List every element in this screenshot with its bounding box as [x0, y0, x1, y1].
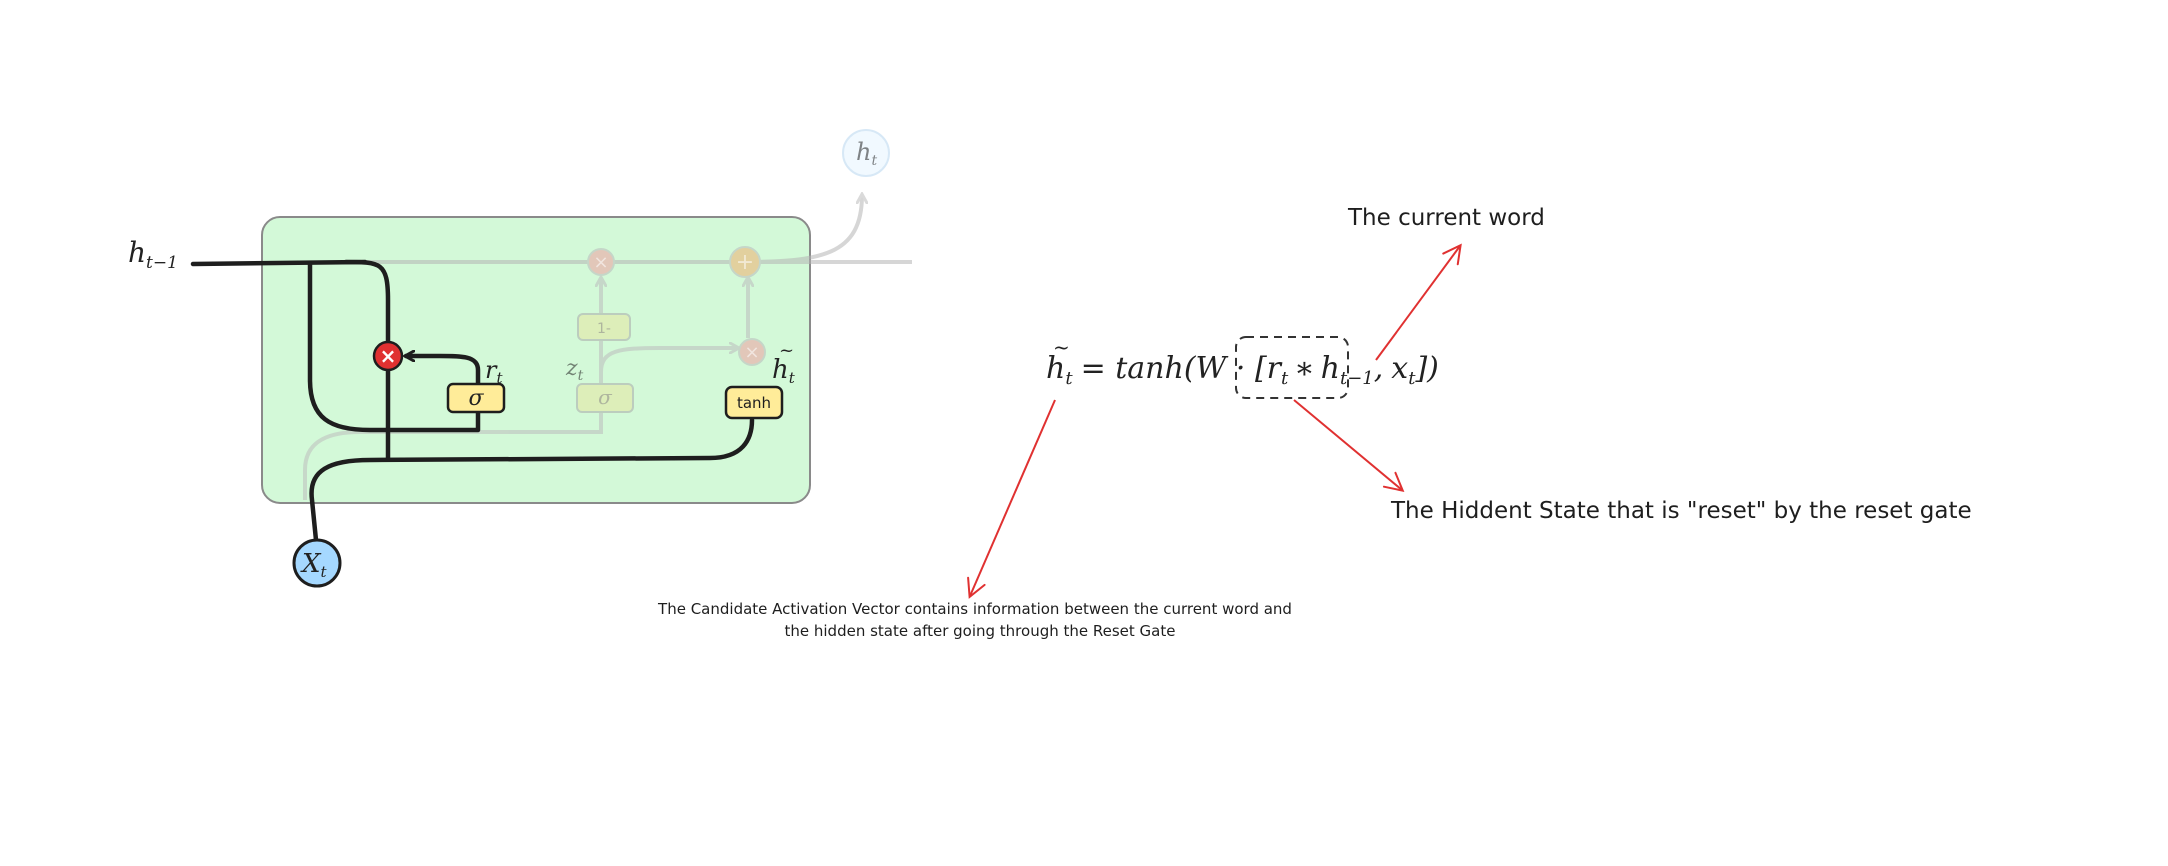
- candidate-annotation-line1: The Candidate Activation Vector contains…: [657, 600, 1292, 618]
- candidate-arrow: [967, 399, 1056, 599]
- output-add-symbol: +: [736, 250, 754, 275]
- reset-multiply-symbol: ×: [380, 344, 397, 368]
- update-multiply-node: [587, 248, 615, 276]
- one-minus-box: [577, 313, 631, 341]
- update-multiply-symbol: ×: [593, 252, 608, 273]
- update-sigma-symbol: σ: [598, 385, 613, 409]
- update-gate-label: zt: [565, 356, 584, 384]
- output-h-node: [842, 129, 890, 177]
- input-x-node: [292, 538, 342, 588]
- candidate-label-tilde: ~: [779, 340, 794, 361]
- faded-update-path: [303, 129, 912, 500]
- tanh-box: [724, 385, 784, 420]
- active-reset-path: [190, 259, 755, 543]
- reset-gate-label: rt: [485, 356, 503, 387]
- reset-hidden-highlight-box: [1235, 336, 1349, 399]
- one-minus-label: 1-: [597, 321, 611, 337]
- update-sigma-box: [576, 383, 634, 413]
- reset-sigma-symbol: σ: [468, 386, 484, 411]
- current-word-annotation: The current word: [1347, 205, 1545, 231]
- input-x-label: Xt: [300, 549, 328, 581]
- tanh-label: tanh: [737, 394, 771, 412]
- equation-lhs-tilde: ~: [1053, 335, 1070, 359]
- reset-sigma-box: [446, 382, 506, 414]
- reset-multiply-node: [372, 340, 404, 372]
- candidate-equation: ht= tanh(W · [rt∗ht−1,xt]): [1046, 351, 1439, 389]
- prev-hidden-label: ht−1: [128, 236, 178, 273]
- candidate-label: ht: [772, 355, 796, 387]
- reset-hidden-arrow: [1293, 399, 1405, 493]
- candidate-multiply-node: [738, 338, 766, 366]
- candidate-multiply-symbol: ×: [744, 342, 759, 363]
- reset-hidden-annotation: The Hiddent State that is "reset" by the…: [1390, 498, 1972, 524]
- candidate-annotation-line2: the hidden state after going through the…: [785, 622, 1176, 640]
- output-h-label: ht: [856, 138, 877, 169]
- output-add-node: [729, 246, 761, 278]
- current-word-arrow: [1375, 243, 1462, 361]
